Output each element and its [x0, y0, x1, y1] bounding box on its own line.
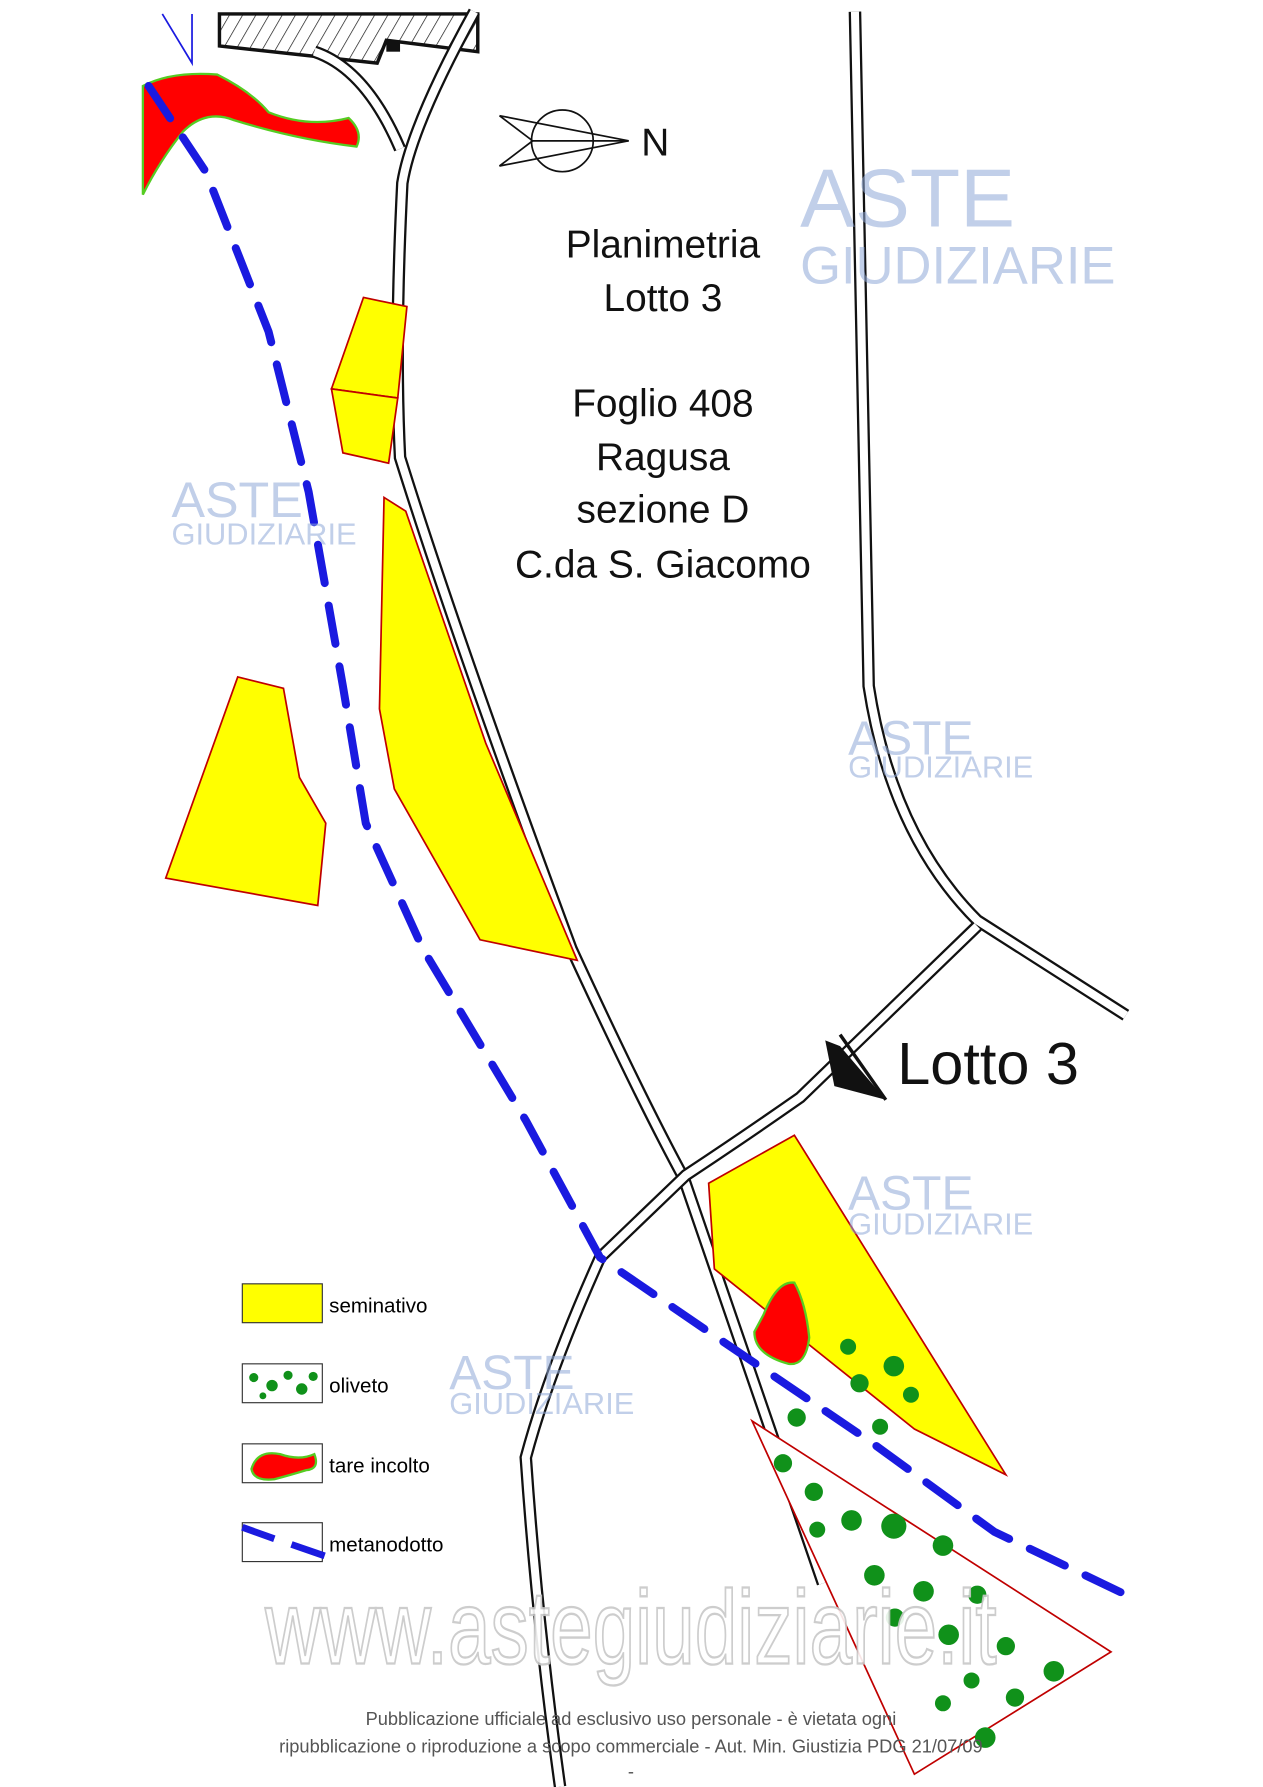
metanodotto-line: [144, 81, 1130, 1599]
svg-text:Lotto 3: Lotto 3: [604, 277, 723, 320]
legend-label-metanodotto: metanodotto: [329, 1533, 443, 1556]
svg-text:ASTE: ASTE: [449, 1347, 574, 1400]
legend: seminativo oliveto tare incolto metanodo…: [241, 1283, 444, 1563]
svg-text:ripubblicazione o riproduzione: ripubblicazione o riproduzione a scopo c…: [279, 1735, 983, 1756]
seminativo-fields: [164, 296, 1009, 1477]
svg-text:Pubblicazione ufficiale ad esc: Pubblicazione ufficiale ad esclusivo uso…: [366, 1708, 897, 1729]
legend-swatch-oliveto: [241, 1363, 323, 1404]
svg-text:Planimetria: Planimetria: [566, 223, 761, 266]
svg-text:sezione D: sezione D: [577, 489, 750, 532]
svg-text:ASTE: ASTE: [848, 713, 973, 766]
legend-label-tare-incolto: tare incolto: [329, 1454, 430, 1477]
svg-text:GIUDIZIARIE: GIUDIZIARIE: [800, 237, 1115, 296]
svg-text:GIUDIZIARIE: GIUDIZIARIE: [171, 516, 356, 551]
legend-label-seminativo: seminativo: [329, 1294, 427, 1317]
svg-text:ASTE: ASTE: [800, 154, 1015, 245]
legend-label-oliveto: oliveto: [329, 1374, 388, 1397]
legend-swatch-seminativo: [241, 1283, 323, 1324]
svg-text:Ragusa: Ragusa: [596, 436, 730, 479]
oliveto-area: [750, 1338, 1113, 1776]
svg-text:C.da S. Giacomo: C.da S. Giacomo: [515, 543, 811, 586]
svg-text:-: -: [628, 1761, 634, 1782]
buildings: [217, 12, 480, 65]
legend-swatch-tare-incolto: [241, 1443, 323, 1484]
legend-swatch-metanodotto: [241, 1522, 326, 1563]
svg-text:GIUDIZIARIE: GIUDIZIARIE: [848, 749, 1033, 784]
map-title: Planimetria Lotto 3 Foglio 408 Ragusa se…: [515, 223, 811, 586]
lot-arrow-icon: [825, 1033, 888, 1101]
compass-north-label: N: [641, 122, 669, 165]
svg-text:GIUDIZIARIE: GIUDIZIARIE: [848, 1207, 1033, 1242]
compass-icon: [498, 109, 629, 173]
watermarks: ASTE GIUDIZIARIE ASTE GIUDIZIARIE ASTE G…: [171, 154, 1115, 1422]
svg-text:Foglio 408: Foglio 408: [572, 382, 753, 425]
svg-text:ASTE: ASTE: [171, 471, 302, 528]
url-watermark: www.astegiudiziarie.it: [264, 1569, 996, 1686]
svg-text:ASTE: ASTE: [848, 1168, 973, 1221]
footer-disclaimer: Pubblicazione ufficiale ad esclusivo uso…: [279, 1708, 983, 1782]
blue-marker: [161, 13, 193, 67]
svg-text:GIUDIZIARIE: GIUDIZIARIE: [449, 1386, 634, 1421]
tare-incolto-areas: [141, 72, 811, 1366]
roads: [312, 8, 1130, 1787]
olive-trees: [773, 1338, 1065, 1748]
lot-label: Lotto 3: [897, 1030, 1079, 1097]
